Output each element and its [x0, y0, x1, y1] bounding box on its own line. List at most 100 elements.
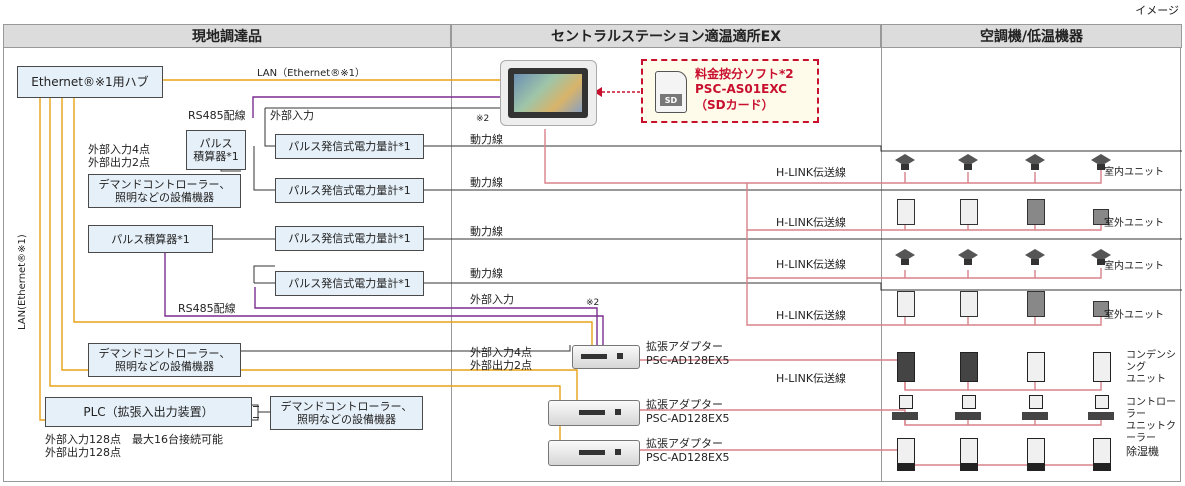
- column-header-left: 現地調達品: [3, 24, 451, 48]
- equipment-label-3: 室内ユニット: [1104, 261, 1164, 272]
- controller-icon: [962, 395, 976, 409]
- lan-vertical-label: LAN(Ethernet®※1): [17, 234, 28, 330]
- column-header-right: 空調機/低温機器: [881, 24, 1182, 48]
- rs485-label-top: RS485配線: [188, 109, 246, 122]
- outdoor-unit-icon: [1027, 291, 1045, 317]
- equipment-label-4: 室外ユニット: [1104, 310, 1164, 321]
- sd-card-icon: SD: [655, 71, 687, 113]
- parallel-connector-icon: [253, 406, 259, 418]
- sd-card-icon-label: SD: [660, 94, 682, 106]
- equipment-label-1: 室内ユニット: [1104, 167, 1164, 178]
- ext-input-label-mid: 外部入力: [470, 293, 514, 306]
- sd-model: PSC-AS01EXC: [695, 82, 787, 96]
- condensing-unit-icon: [960, 352, 978, 382]
- pulse-meter-4: パルス発信式電力量計*1: [275, 271, 424, 296]
- ceiling-cassette-icon: [893, 152, 917, 172]
- column-header-center: セントラルステーション適温適所EX: [451, 24, 881, 48]
- adapter-1-model: PSC-AD128EX5: [646, 354, 730, 367]
- dehumidifier-icon: [960, 438, 978, 471]
- unit-cooler-icon: [955, 412, 981, 420]
- sd-arrow-head: [594, 87, 602, 97]
- dehumidifier-icon: [1027, 438, 1045, 471]
- condensing-unit-icon: [1027, 352, 1045, 382]
- demand-controller-1: デマンドコントローラー、 照明などの設備機器: [88, 174, 241, 208]
- outdoor-unit-icon: [1093, 301, 1109, 317]
- ceiling-cassette-icon: [1023, 247, 1047, 267]
- outdoor-unit-icon: [897, 291, 915, 317]
- ext-input-label-top: 外部入力: [270, 109, 314, 122]
- ceiling-cassette-icon: [1023, 152, 1047, 172]
- dehumidifier-icon: [1093, 438, 1111, 471]
- pulse-meter-2: パルス発信式電力量計*1: [275, 178, 424, 203]
- lan-wires: [39, 79, 593, 440]
- controller-icon: [1095, 395, 1109, 409]
- ceiling-cassette-icon: [1089, 152, 1113, 172]
- ceiling-cassette-icon: [1089, 247, 1113, 267]
- equipment-label-7: 除湿機: [1126, 445, 1159, 458]
- power-line-label-2: 動力線: [470, 176, 503, 189]
- pulse-integrator-box: パルス積算器*1: [88, 225, 213, 253]
- outdoor-unit-icon: [897, 199, 915, 225]
- pulse-integrator-small-box: パルス 積算器*1: [186, 130, 246, 170]
- outdoor-unit-icon: [960, 291, 978, 317]
- demand-controller-2: デマンドコントローラー、 照明などの設備機器: [88, 343, 241, 377]
- lan-label: LAN（Ethernet®※1）: [257, 68, 365, 79]
- controller-icon: [899, 395, 913, 409]
- condensing-unit-icon: [1093, 352, 1111, 382]
- equipment-label-2: 室外ユニット: [1104, 218, 1164, 229]
- adapter-1-name: 拡張アダプター: [646, 340, 723, 353]
- touch-screen-icon: [508, 68, 588, 118]
- hlink-label-1: H-LINK伝送線: [776, 166, 847, 179]
- ceiling-cassette-icon: [893, 247, 917, 267]
- signal-wires: [213, 101, 1182, 421]
- hlink-label-3: H-LINK伝送線: [776, 258, 847, 271]
- hlink-label-4: H-LINK伝送線: [776, 309, 847, 322]
- dehumidifier-icon: [897, 438, 915, 471]
- outdoor-unit-icon: [1093, 209, 1109, 225]
- power-line-label-4: 動力線: [470, 267, 503, 280]
- power-line-label-1: 動力線: [470, 133, 503, 146]
- ceiling-cassette-icon: [956, 247, 980, 267]
- sd-type: （SDカード）: [695, 98, 774, 112]
- central-station-device: [500, 60, 597, 126]
- pulse-meter-3: パルス発信式電力量計*1: [275, 226, 424, 251]
- note2-mid: ※2: [586, 298, 600, 308]
- adapter-2-model: PSC-AD128EX5: [646, 412, 730, 425]
- pulse-meter-1: パルス発信式電力量計*1: [275, 134, 424, 159]
- ceiling-cassette-icon: [956, 152, 980, 172]
- sd-card-callout: SD 料金按分ソフト*2 PSC-AS01EXC （SDカード）: [641, 59, 819, 123]
- expansion-adapter-3: [548, 440, 640, 466]
- column-divider-2: [881, 48, 882, 482]
- image-caption: イメージ: [1135, 4, 1179, 17]
- controller-icon: [1029, 395, 1043, 409]
- outdoor-unit-icon: [1027, 199, 1045, 225]
- rs485-label-bottom: RS485配線: [178, 302, 236, 315]
- equipment-label-6: コントローラー ユニットクーラー: [1126, 397, 1176, 444]
- outdoor-unit-icon: [960, 199, 978, 225]
- expansion-adapter-2: [548, 400, 640, 426]
- hlink-wires: [544, 129, 1102, 466]
- equipment-label-5: コンデンシング ユニット: [1126, 350, 1176, 385]
- demand-controller-3: デマンドコントローラー、 照明などの設備機器: [270, 396, 423, 430]
- ext-io-4-2-label-b: 外部入力4点 外部出力2点: [470, 346, 532, 372]
- ext-io-128-label: 外部入力128点 最大16台接続可能 外部出力128点: [45, 433, 223, 459]
- plc-box: PLC（拡張入出力装置）: [45, 397, 252, 427]
- hlink-label-5: H-LINK伝送線: [776, 372, 847, 385]
- hlink-label-2: H-LINK伝送線: [776, 216, 847, 229]
- unit-cooler-icon: [1088, 412, 1114, 420]
- unit-cooler-icon: [1022, 412, 1048, 420]
- power-line-label-3: 動力線: [470, 225, 503, 238]
- sd-software-name: 料金按分ソフト*2: [695, 67, 794, 81]
- adapter-3-name: 拡張アダプター: [646, 437, 723, 450]
- ethernet-hub-box: Ethernet®※1用ハブ: [17, 66, 163, 98]
- note2-top: ※2: [476, 114, 490, 124]
- condensing-unit-icon: [897, 352, 915, 382]
- adapter-3-model: PSC-AD128EX5: [646, 451, 730, 464]
- ext-io-4-2-label-a: 外部入力4点 外部出力2点: [88, 143, 150, 169]
- rs485-wires: [164, 96, 604, 345]
- diagram-frame: [3, 48, 1181, 482]
- expansion-adapter-1: [572, 345, 640, 369]
- unit-cooler-icon: [892, 412, 918, 420]
- adapter-2-name: 拡張アダプター: [646, 398, 723, 411]
